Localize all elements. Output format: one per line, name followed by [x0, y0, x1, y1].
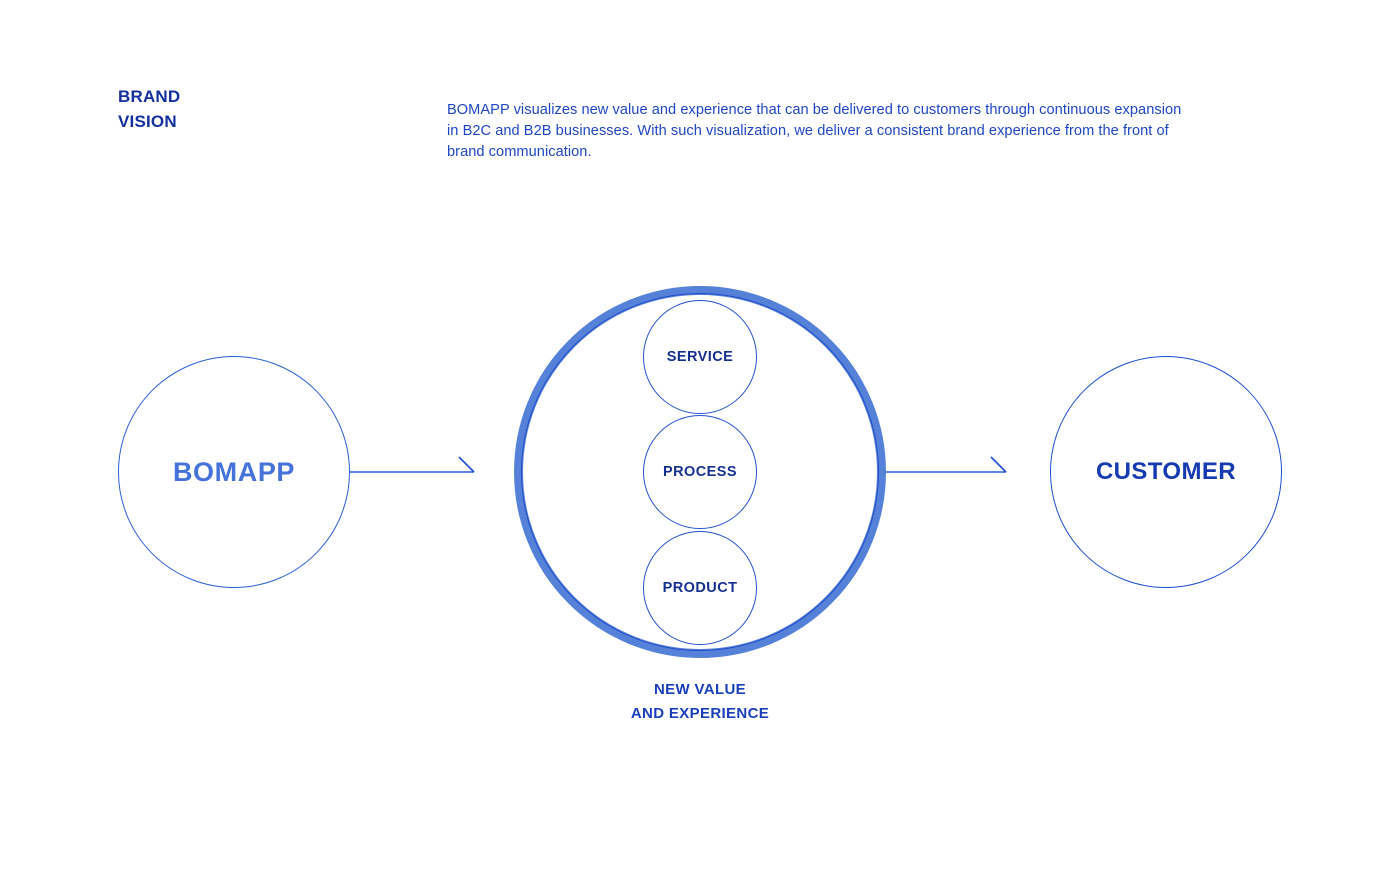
center-ring-inner — [521, 293, 879, 651]
intro-paragraph: BOMAPP visualizes new value and experien… — [447, 101, 1182, 160]
arrow-center-to-customer — [886, 451, 1012, 493]
node-customer: CUSTOMER — [1050, 356, 1282, 588]
inner-circle-process: PROCESS — [643, 415, 757, 529]
node-bomapp-label: BOMAPP — [172, 456, 296, 487]
node-bomapp: BOMAPP — [118, 356, 350, 588]
node-new-value-group: SERVICE PROCESS PRODUCT — [514, 286, 886, 658]
header-section: BRAND VISION BOMAPP visualizes new value… — [0, 0, 1400, 180]
inner-circle-product: PRODUCT — [643, 531, 757, 645]
center-ring-outer — [514, 286, 886, 658]
center-caption: NEW VALUE AND EXPERIENCE — [630, 681, 770, 722]
inner-circle-product-label: PRODUCT — [662, 580, 738, 596]
inner-circle-process-label: PROCESS — [662, 464, 738, 480]
inner-circle-service-label: SERVICE — [666, 349, 734, 365]
inner-circle-service: SERVICE — [643, 300, 757, 414]
node-customer-label: CUSTOMER — [1095, 458, 1237, 485]
arrow-bomapp-to-center — [350, 451, 480, 493]
page-title: BRAND VISION — [118, 87, 181, 131]
